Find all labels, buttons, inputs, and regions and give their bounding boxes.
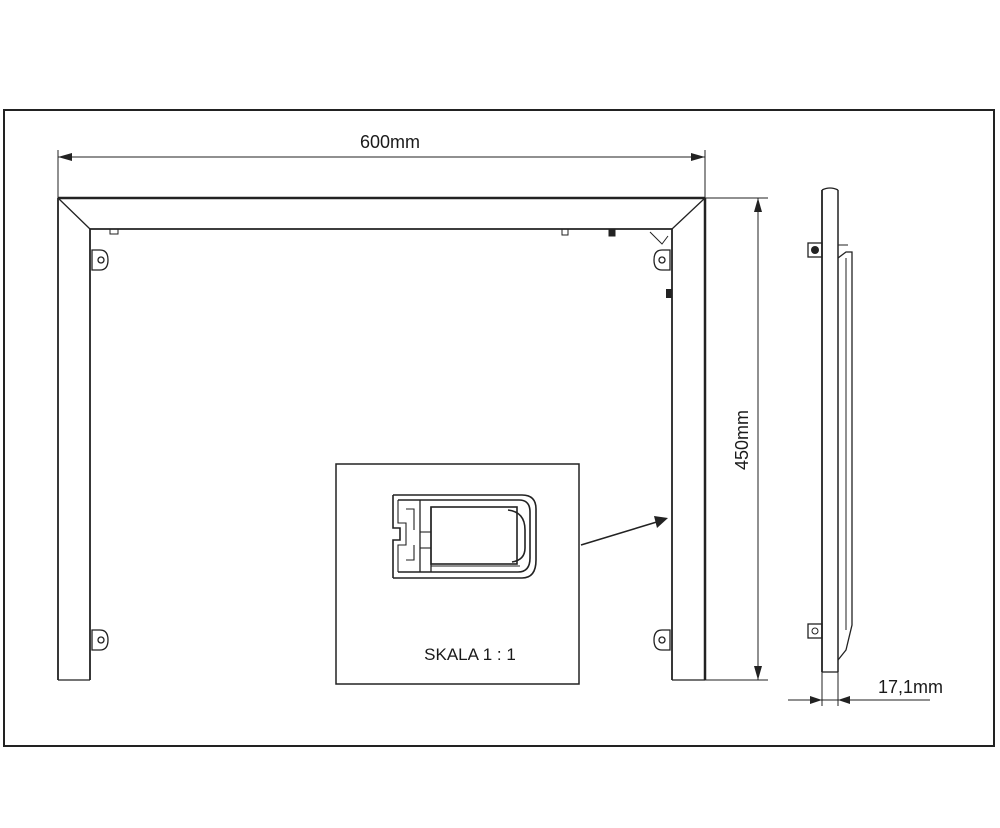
drawing-border — [3, 109, 995, 747]
profile-detail-box — [335, 463, 580, 685]
bracket-top-left — [91, 249, 109, 271]
depth-dimension-line — [788, 672, 930, 706]
front-view-frame — [57, 196, 707, 681]
bracket-bottom-left — [91, 629, 109, 651]
scale-label: SKALA 1 : 1 — [424, 645, 516, 664]
height-dimension-label: 450mm — [732, 410, 752, 470]
side-view-profile — [807, 187, 853, 673]
depth-dimension-label: 17,1mm — [878, 677, 943, 697]
detail-leader-arrow — [580, 516, 668, 546]
profile-cross-section — [392, 494, 537, 579]
bracket-bottom-right — [653, 629, 671, 651]
width-dimension-label: 600mm — [360, 132, 420, 152]
width-dimension-line — [57, 150, 706, 198]
height-dimension-line — [705, 197, 768, 681]
bracket-top-right — [653, 249, 671, 271]
